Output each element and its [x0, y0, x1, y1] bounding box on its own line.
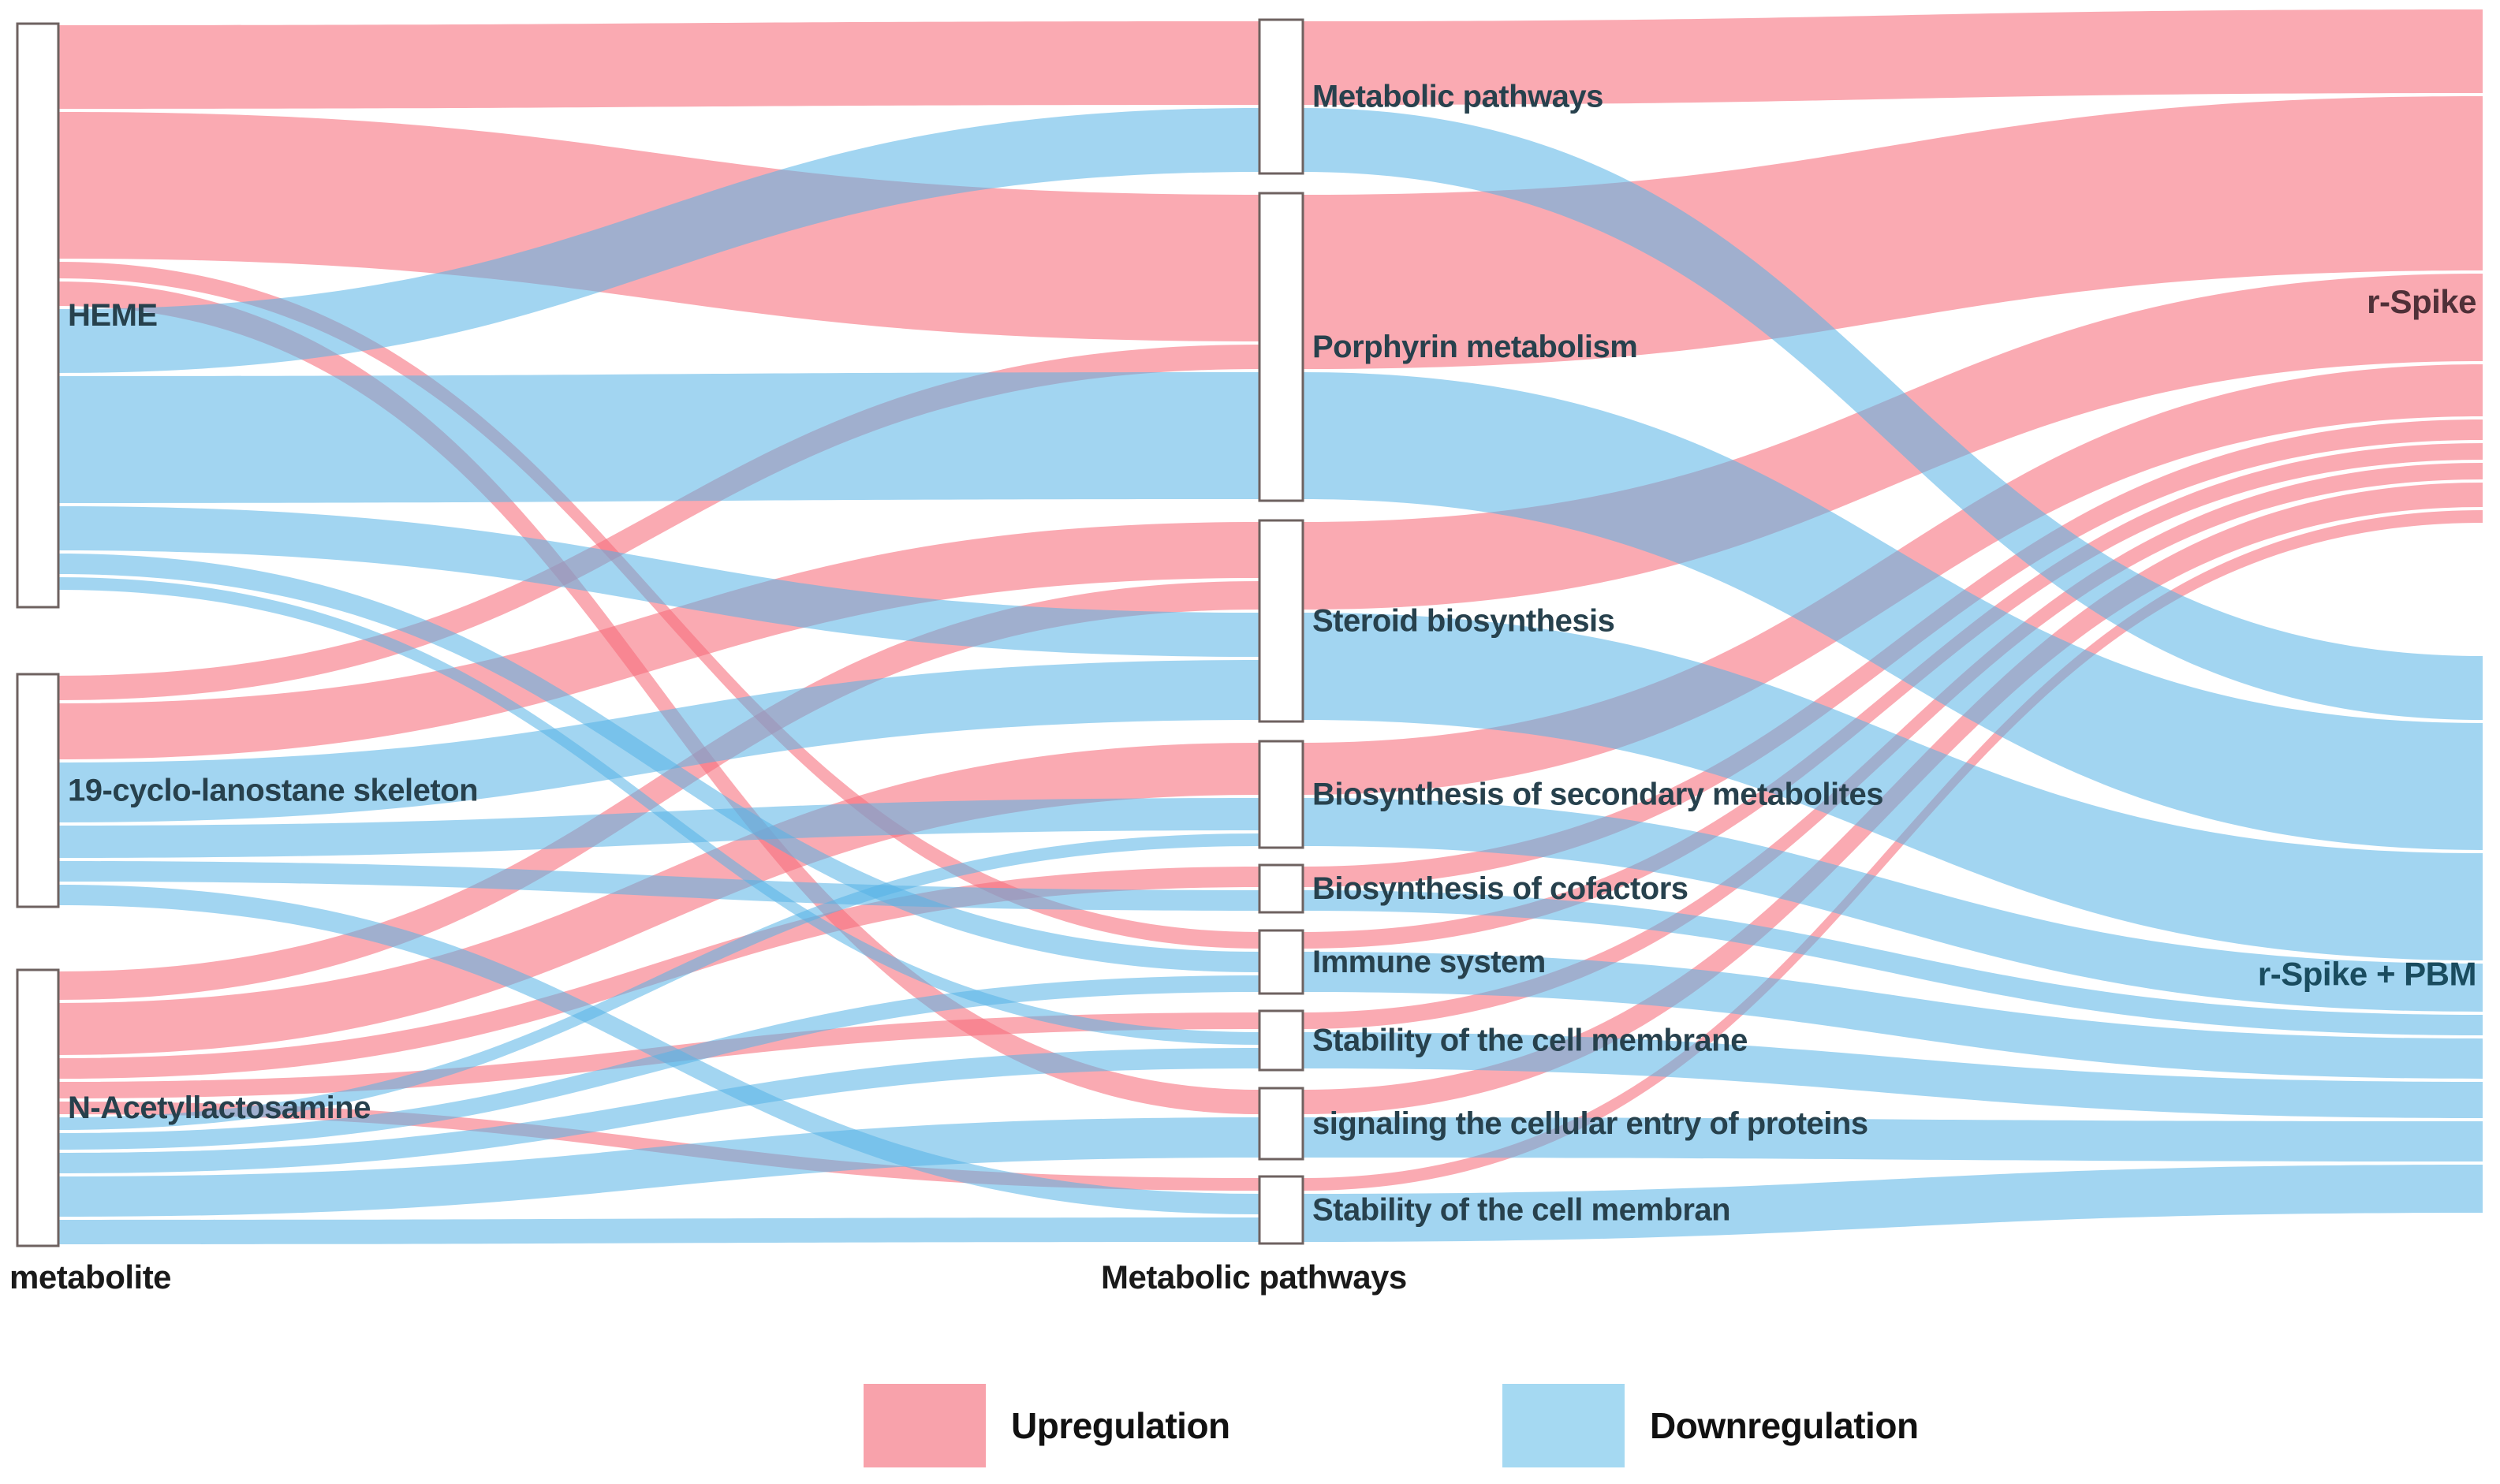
- node-label-rspike: r-Spike: [2367, 283, 2476, 320]
- flow-nac-to-immune-downregulation: [58, 975, 1259, 1150]
- flow-cofact-to-rspikepbm-downregulation: [1303, 890, 2483, 1035]
- node-signal: [1258, 1087, 1304, 1161]
- downregulation-swatch: [1502, 1384, 1625, 1467]
- node-label-stabmem2: Stability of the cell membran: [1312, 1193, 1730, 1228]
- node-label-stabmem1: Stability of the cell membrane: [1312, 1024, 1748, 1058]
- flow-immune-to-rspike-upregulation: [1303, 443, 2483, 949]
- flow-stabmem1-to-rspikepbm-downregulation: [1303, 1032, 2483, 1118]
- flow-c19-to-stabmem2-downregulation: [58, 885, 1259, 1214]
- node-label-rspikepbm: r-Spike + PBM: [2258, 956, 2476, 993]
- node-label-porphyrin: Porphyrin metabolism: [1312, 330, 1637, 364]
- node-label-nac: N-Acetyllactosamine: [68, 1091, 371, 1125]
- flow-metpath-to-rspikepbm-downregulation: [1303, 108, 2483, 720]
- flow-signal-to-rspikepbm-downregulation: [1303, 1117, 2483, 1161]
- flow-heme-to-immune-upregulation: [58, 262, 1259, 949]
- flow-c19-to-biosec-downregulation: [58, 798, 1259, 858]
- node-label-steroid: Steroid biosynthesis: [1312, 604, 1614, 639]
- flow-porphyrin-to-rspike-upregulation: [1303, 96, 2483, 369]
- flow-c19-to-porphyrin-upregulation: [58, 345, 1259, 700]
- node-label-c19: 19-cyclo-lanostane skeleton: [68, 774, 478, 808]
- flow-nac-to-stabmem2-downregulation: [58, 1217, 1259, 1244]
- axis-label-metabolic-pathways: Metabolic pathways: [1101, 1258, 1407, 1296]
- node-porphyrin: [1258, 192, 1304, 502]
- node-label-metpath: Metabolic pathways: [1312, 80, 1603, 114]
- node-label-cofact: Biosynthesis of cofactors: [1312, 871, 1688, 906]
- upregulation-label: Upregulation: [1011, 1405, 1230, 1446]
- node-stabmem2: [1258, 1175, 1304, 1245]
- flow-c19-to-cofact-downregulation: [58, 861, 1259, 911]
- node-c19: [16, 673, 60, 908]
- flow-nac-to-cofact-upregulation: [58, 867, 1259, 1079]
- flow-heme-to-metpath-downregulation: [58, 108, 1259, 373]
- flow-biosec-to-rspikepbm-downregulation: [1303, 798, 2483, 1012]
- node-label-immune: Immune system: [1312, 945, 1546, 979]
- node-immune: [1258, 929, 1304, 995]
- flow-immune-to-rspikepbm-downregulation: [1303, 952, 2483, 1079]
- upregulation-swatch: [864, 1384, 986, 1467]
- node-metpath: [1258, 18, 1304, 175]
- flow-stabmem2-to-rspikepbm-downregulation: [1303, 1165, 2483, 1242]
- flow-nac-to-signal-downregulation: [58, 1117, 1259, 1217]
- legend-item-downregulation: Downregulation: [1502, 1384, 1919, 1467]
- flow-heme-to-steroid-downregulation: [58, 506, 1259, 657]
- axis-label-metabolite: metabolite: [9, 1258, 172, 1296]
- node-heme: [16, 22, 60, 609]
- flow-porphyrin-to-rspikepbm-downregulation: [1303, 372, 2483, 850]
- node-cofact: [1258, 863, 1304, 914]
- node-stabmem1: [1258, 1009, 1304, 1072]
- flow-nac-to-stabmem2-upregulation: [58, 1102, 1259, 1191]
- flow-heme-to-immune-downregulation: [58, 554, 1259, 972]
- node-label-heme: HEME: [68, 298, 158, 333]
- flow-nac-to-steroid-upregulation: [58, 581, 1259, 1000]
- flow-c19-to-steroid-downregulation: [58, 660, 1259, 822]
- flow-heme-to-stabmem1-downregulation: [58, 577, 1259, 1045]
- flow-heme-to-metpath-upregulation: [58, 21, 1259, 109]
- flow-stabmem2-to-rspike-upregulation: [1303, 510, 2483, 1191]
- flow-c19-to-steroid-upregulation: [58, 522, 1259, 759]
- node-biosec: [1258, 740, 1304, 849]
- flow-heme-to-signal-upregulation: [58, 282, 1259, 1114]
- legend-item-upregulation: Upregulation: [864, 1384, 1230, 1467]
- node-nac: [16, 968, 60, 1247]
- flow-steroid-to-rspikepbm-downregulation: [1303, 613, 2483, 960]
- flow-metpath-to-rspike-upregulation: [1303, 9, 2483, 105]
- downregulation-label: Downregulation: [1650, 1405, 1919, 1446]
- flow-heme-to-porphyrin-downregulation: [58, 372, 1259, 503]
- node-label-biosec: Biosynthesis of secondary metabolites: [1312, 777, 1883, 812]
- node-label-signal: signaling the cellular entry of proteins: [1312, 1106, 1868, 1141]
- legend: Upregulation Downregulation: [0, 1376, 2500, 1484]
- node-steroid: [1258, 519, 1304, 723]
- flow-nac-to-stabmem1-downregulation: [58, 1048, 1259, 1173]
- flow-nac-to-biosec-downregulation: [58, 833, 1259, 1130]
